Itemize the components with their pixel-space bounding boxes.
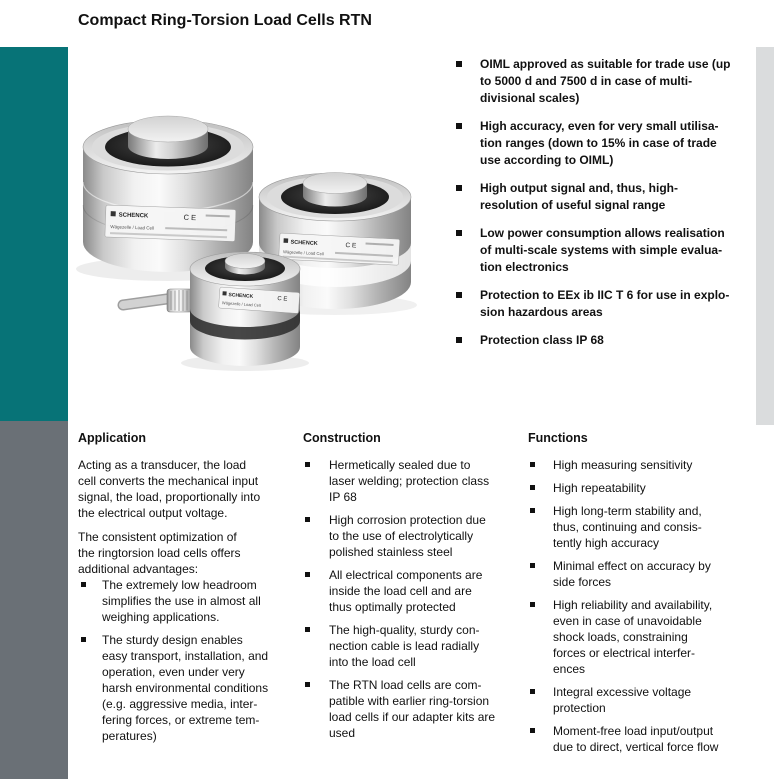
feature-item: Low power consumption allows realisation… — [448, 225, 760, 276]
bullet-square-icon — [530, 689, 535, 694]
bullet-square-icon — [530, 508, 535, 513]
bullet-text: All electrical components are inside the… — [329, 568, 483, 614]
bullet-text: High long-term stability and, thus, cont… — [553, 504, 702, 550]
brand-text: SCHENCK — [119, 212, 150, 219]
ce-mark-text: C E — [277, 296, 287, 303]
bullet-text: The extremely low headroom simplifies th… — [102, 578, 261, 624]
bullet-square-icon — [81, 582, 86, 587]
bullet-square-icon — [305, 627, 310, 632]
feature-item: OIML approved as suitable for trade use … — [448, 56, 760, 107]
slate-accent-block — [0, 421, 68, 779]
medium-cell-nameplate: SCHENCK C E Wägezelle / Load Cell — [278, 232, 400, 266]
bullet-text: Integral excessive voltage protection — [553, 685, 692, 715]
functions-bullet: High measuring sensitivity — [528, 457, 762, 473]
functions-bullet: High repeatability — [528, 480, 762, 496]
page-title: Compact Ring-Torsion Load Cells RTN — [78, 12, 372, 29]
functions-bullet: Integral excessive voltage protection — [528, 684, 762, 716]
application-bullet: The sturdy design enables easy transport… — [78, 632, 302, 744]
bullet-square-icon — [305, 682, 310, 687]
application-heading: Application — [78, 431, 147, 445]
application-section: Application Acting as a transducer, the … — [78, 430, 302, 751]
feature-item: High output signal and, thus, high- reso… — [448, 180, 760, 214]
feature-item: High accuracy, even for very small utili… — [448, 118, 760, 169]
functions-section: Functions High measuring sensitivity Hig… — [528, 430, 762, 762]
feature-item: Protection to EEx ib IIC T 6 for use in … — [448, 287, 760, 321]
feature-list: OIML approved as suitable for trade use … — [448, 56, 760, 360]
application-paragraph: The consistent optimization of the ringt… — [78, 530, 241, 576]
ce-mark-text: C E — [345, 242, 357, 250]
bullet-square-icon — [456, 230, 462, 236]
brand-text: SCHENCK — [290, 240, 318, 247]
application-paragraph: Acting as a transducer, the load cell co… — [78, 458, 261, 520]
bullet-square-icon — [456, 292, 462, 298]
construction-bullet: The RTN load cells are com- patible with… — [303, 677, 523, 741]
bullet-square-icon — [530, 462, 535, 467]
feature-text: Protection to EEx ib IIC T 6 for use in … — [480, 288, 730, 319]
application-bullet: The extremely low headroom simplifies th… — [78, 577, 302, 625]
small-cell-nameplate: SCHENCK C E Wägezelle / Load Cell — [218, 286, 300, 314]
feature-text: High accuracy, even for very small utili… — [480, 119, 719, 167]
load-cell-large: SCHENCK C E Wägezelle / Load Cell — [76, 115, 260, 281]
bullet-text: The RTN load cells are com- patible with… — [329, 678, 496, 740]
product-line-text: Wägezelle / Load Cell — [283, 249, 324, 256]
functions-bullet: High reliability and availability, even … — [528, 597, 762, 677]
functions-bullet: High long-term stability and, thus, cont… — [528, 503, 762, 551]
functions-heading: Functions — [528, 431, 588, 445]
construction-section: Construction Hermetically sealed due to … — [303, 430, 523, 748]
feature-text: Low power consumption allows realisation… — [480, 226, 725, 274]
bullet-text: The sturdy design enables easy transport… — [102, 633, 269, 743]
ce-mark-text: C E — [183, 213, 196, 222]
feature-text: OIML approved as suitable for trade use … — [480, 57, 731, 105]
construction-bullet: Hermetically sealed due to laser welding… — [303, 457, 523, 505]
bullet-square-icon — [530, 602, 535, 607]
bullet-square-icon — [456, 337, 462, 343]
bullet-square-icon — [305, 462, 310, 467]
bullet-square-icon — [305, 572, 310, 577]
functions-bullet: Minimal effect on accuracy by side force… — [528, 558, 762, 590]
feature-item: Protection class IP 68 — [448, 332, 760, 349]
bullet-square-icon — [530, 728, 535, 733]
bullet-square-icon — [305, 517, 310, 522]
bullet-text: Minimal effect on accuracy by side force… — [553, 559, 711, 589]
bullet-text: High repeatability — [553, 481, 646, 495]
construction-bullet: The high-quality, sturdy con- nection ca… — [303, 622, 523, 670]
construction-bullet: High corrosion protection due to the use… — [303, 512, 523, 560]
construction-bullet: All electrical components are inside the… — [303, 567, 523, 615]
feature-text: High output signal and, thus, high- reso… — [480, 181, 678, 212]
bullet-text: High measuring sensitivity — [553, 458, 693, 472]
load-cells-photo-illustration: SCHENCK C E Wägezelle / Load Cell — [76, 115, 417, 371]
product-photo: SCHENCK C E Wägezelle / Load Cell — [68, 47, 456, 430]
bullet-text: High corrosion protection due to the use… — [329, 513, 486, 559]
product-line-text: Wägezelle / Load Cell — [222, 300, 261, 308]
right-edge-strip — [756, 47, 774, 425]
teal-accent-block — [0, 47, 68, 421]
bullet-text: Hermetically sealed due to laser welding… — [329, 458, 490, 504]
construction-heading: Construction — [303, 431, 381, 445]
functions-bullet: Moment-free load input/output due to dir… — [528, 723, 762, 755]
bullet-square-icon — [530, 485, 535, 490]
feature-text: Protection class IP 68 — [480, 333, 604, 347]
bullet-text: High reliability and availability, even … — [553, 598, 713, 676]
bullet-square-icon — [81, 637, 86, 642]
product-line-text: Wägezelle / Load Cell — [110, 224, 154, 231]
large-cell-nameplate: SCHENCK C E Wägezelle / Load Cell — [104, 204, 237, 242]
bullet-square-icon — [456, 61, 462, 67]
load-cell-small: SCHENCK C E Wägezelle / Load Cell — [117, 251, 309, 371]
bullet-square-icon — [530, 563, 535, 568]
bullet-text: The high-quality, sturdy con- nection ca… — [329, 623, 480, 669]
brand-text: SCHENCK — [228, 292, 253, 300]
bullet-square-icon — [456, 123, 462, 129]
cable-gland — [166, 288, 195, 313]
bullet-square-icon — [456, 185, 462, 191]
bullet-text: Moment-free load input/output due to dir… — [553, 724, 719, 754]
